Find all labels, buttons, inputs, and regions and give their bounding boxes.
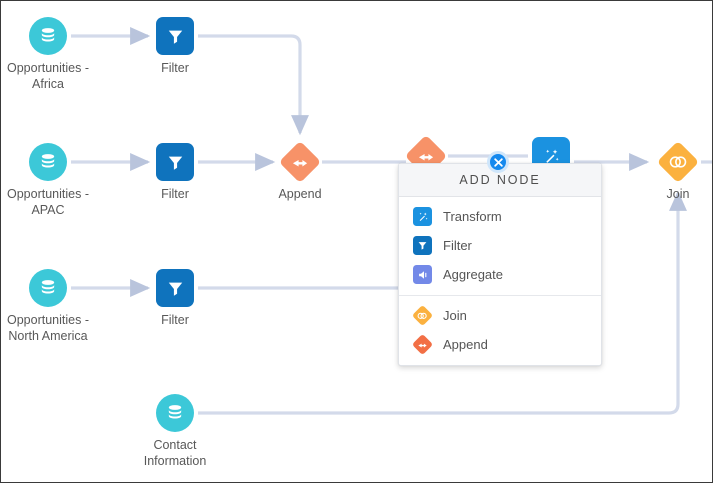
node-label: Filter: [161, 187, 189, 201]
database-icon-glyph: [41, 154, 55, 168]
funnel-icon: [156, 143, 194, 181]
database-icon-glyph: [168, 405, 182, 419]
join-icon-inner: [668, 155, 688, 169]
close-icon[interactable]: [487, 151, 509, 173]
join-icon-inner: [417, 312, 428, 320]
database-icon: [29, 17, 67, 55]
add-node-item-aggregate[interactable]: Aggregate: [399, 260, 601, 289]
funnel-icon-glyph: [168, 282, 182, 296]
add-node-popup-section-1: Transform Filter: [399, 197, 601, 295]
node-glyph: [156, 269, 194, 307]
append-icon: [278, 140, 322, 184]
funnel-icon-glyph: [418, 242, 427, 250]
funnel-icon: [156, 17, 194, 55]
wire-filter1-append1: [198, 34, 309, 136]
node-label: Contact Information: [143, 438, 207, 468]
append-icon-inner: [418, 148, 435, 165]
node-glyph: [156, 394, 194, 432]
append-icon-inner: [418, 340, 428, 350]
node-glyph: [156, 17, 194, 55]
join-icon-glyph: [417, 312, 428, 319]
node-label: Opportunities - APAC: [7, 187, 89, 217]
node-label: Filter: [161, 313, 189, 327]
close-icon-glyph: [493, 157, 503, 167]
database-icon-glyph: [41, 28, 55, 42]
node-label: Append: [278, 187, 322, 201]
add-node-popup: ADD NODE Transform: [398, 163, 602, 366]
aggregate-icon-glyph: [418, 270, 426, 279]
node-label: Opportunities - Africa: [7, 61, 89, 91]
append-icon-glyph: [418, 342, 427, 347]
add-node-popup-section-2: Join Append: [399, 295, 601, 365]
join-icon: [656, 140, 700, 184]
append-icon: [411, 333, 434, 356]
database-icon: [29, 269, 67, 307]
node-label: Opportunities - North America: [7, 313, 89, 343]
wand-icon-glyph: [545, 149, 559, 163]
add-node-item-label: Join: [443, 308, 467, 323]
funnel-icon: [156, 269, 194, 307]
join-icon-glyph: [669, 156, 687, 168]
database-icon: [156, 394, 194, 432]
node-glyph: [404, 134, 448, 178]
append-icon-glyph: [292, 159, 308, 166]
append-icon: [404, 134, 448, 178]
node-glyph: [29, 17, 67, 55]
funnel-icon-glyph: [168, 156, 182, 170]
node-glyph: [29, 143, 67, 181]
database-icon: [29, 143, 67, 181]
database-icon-glyph: [41, 280, 55, 294]
add-node-item-join[interactable]: Join: [399, 301, 601, 330]
node-glyph: [656, 140, 700, 184]
node-glyph: [278, 140, 322, 184]
append-icon-glyph: [418, 153, 434, 160]
add-node-item-filter[interactable]: Filter: [399, 231, 601, 260]
wand-icon-glyph: [419, 212, 427, 221]
join-icon: [411, 304, 434, 327]
add-node-item-label: Transform: [443, 209, 502, 224]
add-node-item-append[interactable]: Append: [399, 330, 601, 359]
funnel-icon-glyph: [168, 30, 182, 44]
node-glyph: [29, 269, 67, 307]
add-node-item-label: Aggregate: [443, 267, 503, 282]
node-glyph: [156, 143, 194, 181]
node-label: Filter: [161, 61, 189, 75]
aggregate-icon: [413, 265, 432, 284]
funnel-icon: [413, 236, 432, 255]
add-node-item-transform[interactable]: Transform: [399, 202, 601, 231]
add-node-item-label: Append: [443, 337, 488, 352]
append-icon-inner: [292, 154, 309, 171]
wand-icon: [413, 207, 432, 226]
add-node-item-label: Filter: [443, 238, 472, 253]
node-label: Join: [666, 187, 690, 201]
